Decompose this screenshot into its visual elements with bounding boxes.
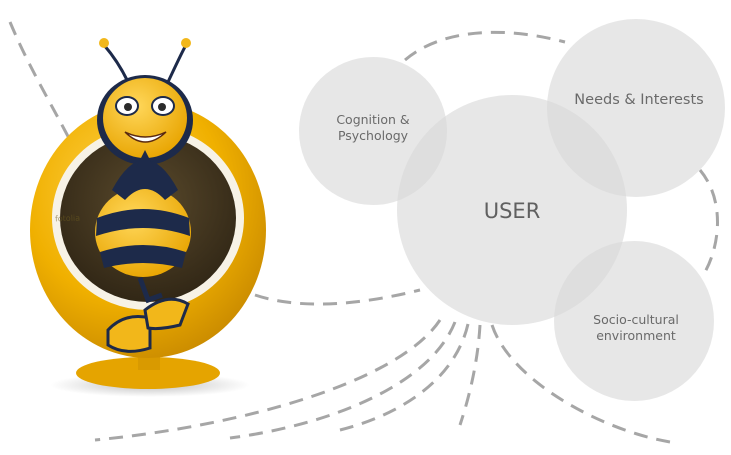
bee-leg [137, 277, 163, 304]
connector-fan-2 [229, 321, 457, 440]
node-label-line: environment [596, 327, 676, 343]
node-label-line: Cognition & [336, 112, 410, 127]
bee-arms [112, 160, 178, 200]
bee-shoe-2 [143, 297, 190, 331]
bee-illustration [30, 38, 266, 397]
bee-stripe-2 [100, 245, 186, 268]
dashed-connectors [8, 21, 719, 444]
node-label-line: Socio-cultural [593, 312, 679, 327]
antenna-tip-left [99, 38, 109, 48]
bee-stripe-1 [96, 209, 190, 236]
antenna-right [166, 44, 188, 83]
bee-face [103, 78, 187, 158]
watermark-text: fotolia [54, 213, 81, 224]
connector-fan-1 [94, 319, 442, 442]
node-label-line: Needs & Interests [574, 92, 704, 108]
pupil-left [124, 103, 132, 111]
connector-right-arc [698, 169, 719, 273]
bee [95, 38, 193, 353]
connector-fan-5 [490, 324, 671, 444]
bee-shoe-1 [106, 315, 152, 353]
connector-top-arc [404, 30, 566, 62]
circle-socio [554, 241, 714, 401]
bee-smile [124, 131, 167, 143]
antenna-tip-right [181, 38, 191, 48]
pupil-right [158, 103, 166, 111]
chair-base [76, 357, 220, 389]
node-label-cognition: Cognition & Psychology [318, 112, 428, 143]
connector-fan-4 [458, 324, 482, 426]
connector-chair-to-user [254, 288, 421, 306]
connector-top-left [8, 21, 77, 151]
center-label-user: USER [483, 199, 541, 223]
antenna-left [102, 44, 130, 83]
node-label-needs: Needs & Interests [556, 91, 722, 109]
node-label-socio: Socio-cultural environment [578, 312, 694, 343]
bee-hands [136, 150, 154, 168]
venn-circles [299, 19, 725, 401]
circle-needs [547, 19, 725, 197]
node-label-line: Psychology [337, 127, 409, 143]
